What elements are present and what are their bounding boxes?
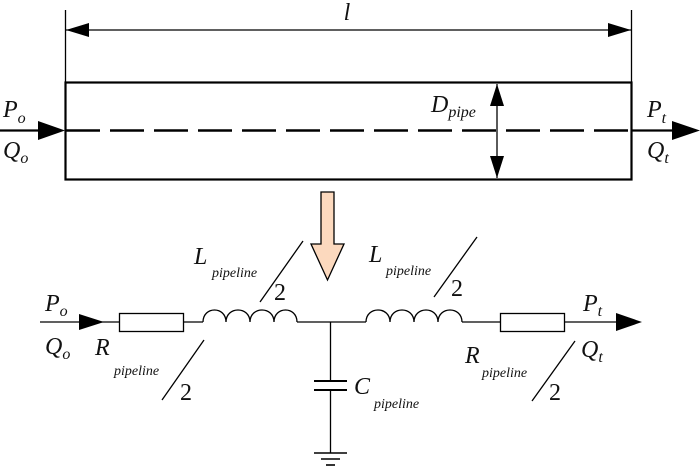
svg-text:pipeline: pipeline (211, 266, 257, 281)
equivalent-circuit: Po Qo Pt Qt L pipeline 2 R pipeline 2 L … (40, 236, 642, 466)
pipe-outlet-arrow (632, 121, 700, 140)
svg-text:R: R (464, 343, 480, 369)
inductor-right (365, 309, 463, 323)
length-label: l (344, 0, 351, 26)
resistor-right-label: R pipeline 2 (464, 340, 576, 406)
svg-text:2: 2 (274, 280, 286, 306)
pipe-outlet-pressure-label: Pt (646, 97, 667, 127)
resistor-left-label: R pipeline 2 (94, 335, 205, 406)
dimension-arrowhead-right (608, 23, 631, 37)
circuit-inlet-arrowhead (79, 314, 104, 330)
pipe-body (64, 81, 633, 181)
pipe-section: l Po Qo Pt Qt Dpipe (0, 0, 700, 181)
circuit-outlet-pressure-label: Pt (582, 291, 603, 320)
svg-text:pipeline: pipeline (481, 366, 527, 381)
svg-text:pipeline: pipeline (113, 364, 159, 379)
svg-text:2: 2 (451, 276, 463, 302)
length-dimension: l (66, 0, 631, 37)
pipe-outlet-flow-label: Qt (647, 138, 669, 167)
dimension-arrowhead-left (66, 23, 89, 37)
inductor-left-label: L pipeline 2 (193, 240, 304, 306)
capacitor-label: C pipeline (354, 374, 419, 412)
pipe-inlet-pressure-label: Po (2, 97, 26, 127)
circuit-outlet-arrowhead (616, 313, 642, 331)
svg-text:2: 2 (180, 380, 192, 406)
inductor-right-label: L pipeline 2 (368, 236, 478, 302)
svg-text:2: 2 (549, 380, 561, 406)
svg-text:pipeline: pipeline (373, 397, 419, 412)
inductor-left (202, 309, 298, 323)
transform-arrow-down-icon (309, 191, 346, 282)
svg-text:R: R (94, 335, 110, 361)
circuit-inlet-flow-label: Qo (45, 334, 70, 363)
pipe-inlet-arrow (0, 121, 65, 140)
diameter-arrowhead-down (490, 156, 504, 178)
pipe-inlet-flow-label: Qo (3, 138, 28, 167)
svg-text:L: L (193, 244, 207, 270)
ground-icon (314, 452, 347, 466)
resistor-right (499, 312, 566, 333)
svg-text:C: C (354, 374, 371, 400)
svg-text:pipeline: pipeline (385, 264, 431, 279)
circuit-outlet-flow-label: Qt (581, 337, 603, 366)
svg-text:L: L (368, 242, 382, 268)
diameter-arrowhead-up (490, 84, 504, 106)
diameter-dimension (490, 84, 504, 178)
circuit-inlet-pressure-label: Po (44, 291, 68, 320)
resistor-left (118, 312, 185, 333)
diameter-label: Dpipe (430, 92, 476, 121)
